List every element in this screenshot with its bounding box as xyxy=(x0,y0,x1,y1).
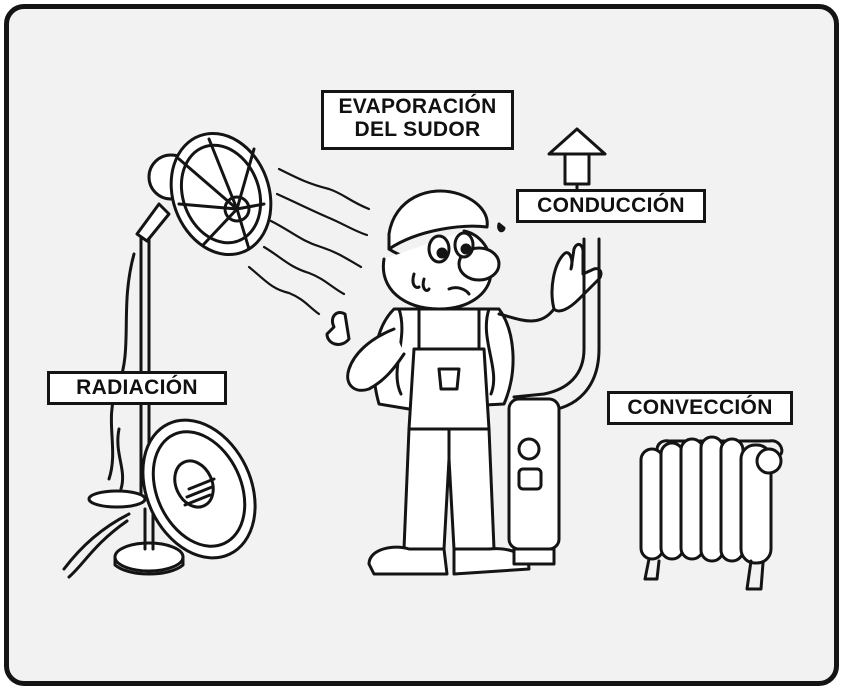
heat-lamp-icon xyxy=(64,402,277,577)
label-evaporation-line2: DEL SUDOR xyxy=(332,118,503,141)
oil-radiator-icon xyxy=(641,437,782,589)
label-evaporation-line1: EVAPORACIÓN xyxy=(332,95,503,118)
illustration-frame: EVAPORACIÓN DEL SUDOR CONDUCCIÓN RADIACI… xyxy=(4,4,839,686)
label-conduction: CONDUCCIÓN xyxy=(516,189,706,223)
label-evaporation: EVAPORACIÓN DEL SUDOR xyxy=(321,90,514,150)
label-convection: CONVECCIÓN xyxy=(607,391,793,425)
label-radiation: RADIACIÓN xyxy=(47,371,227,405)
